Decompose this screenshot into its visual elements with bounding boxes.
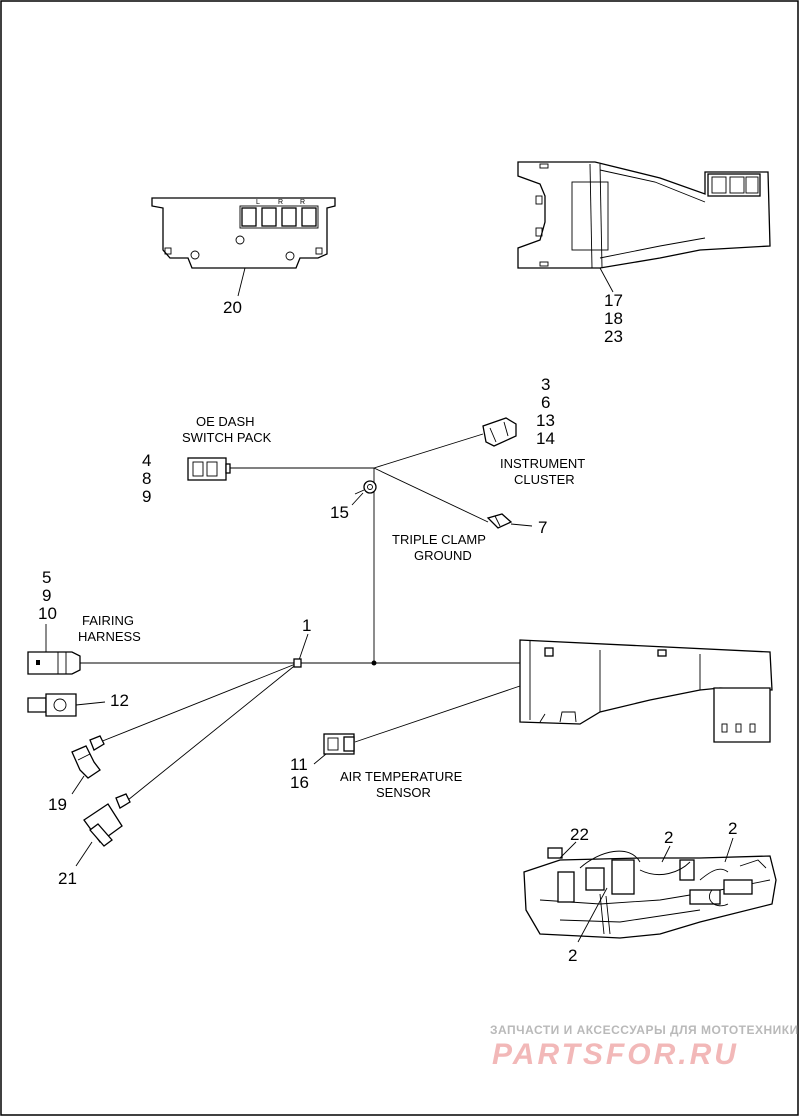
air-temperature-sensor	[313, 733, 355, 765]
assembled-view-leaders	[559, 837, 734, 943]
callout-2-b: 2	[728, 819, 737, 838]
splice-point	[293, 658, 302, 668]
callout-10: 10	[38, 604, 57, 623]
instrument-cluster-connector	[482, 417, 517, 447]
fairing-harness-label-line2: HARNESS	[78, 629, 141, 644]
callout-4: 4	[142, 451, 151, 470]
callout-19: 19	[48, 795, 67, 814]
assembled-harness-view	[523, 847, 777, 939]
callout-20: 20	[223, 298, 242, 317]
callout-11: 11	[290, 755, 308, 774]
callout-5: 5	[42, 568, 51, 587]
callout-9-fairing: 9	[42, 586, 51, 605]
callout-2-a: 2	[664, 828, 673, 847]
air-temperature-label-line2: SENSOR	[376, 785, 431, 800]
ground-ring-terminal	[351, 480, 377, 506]
part-12-terminal	[27, 693, 106, 717]
callout-17: 17	[604, 291, 623, 310]
oe-dash-label-line1: OE DASH	[196, 414, 255, 429]
callout-8: 8	[142, 469, 151, 488]
triple-clamp-label-line2: GROUND	[414, 548, 472, 563]
callout-18: 18	[604, 309, 623, 328]
callout-1: 1	[302, 616, 311, 635]
triple-clamp-label-line1: TRIPLE CLAMP	[392, 532, 486, 547]
callout-3: 3	[541, 375, 550, 394]
callout-23: 23	[604, 327, 623, 346]
instrument-bracket-upper	[517, 161, 771, 293]
part-19-connector	[71, 735, 105, 795]
callout-21: 21	[58, 869, 77, 888]
switch-mark-r1: R	[278, 199, 283, 206]
watermark-tagline: ЗАПЧАСТИ И АКСЕССУАРЫ ДЛЯ МОТОТЕХНИКИ	[490, 1023, 799, 1037]
fairing-harness-connector	[27, 651, 81, 675]
callout-12: 12	[110, 691, 129, 710]
instrument-cluster-label-line1: INSTRUMENT	[500, 456, 585, 471]
harness-wires	[80, 433, 521, 801]
instrument-cluster-label-line2: CLUSTER	[514, 472, 575, 487]
switch-mark-l: L	[256, 199, 260, 206]
callout-2-c: 2	[568, 946, 577, 965]
switch-mark-r2: R	[300, 199, 305, 206]
rear-mounting-bracket	[519, 639, 773, 743]
callout-22: 22	[570, 825, 589, 844]
watermark-logo: PARTSFOR.RU	[492, 1038, 739, 1071]
callout-14: 14	[536, 429, 555, 448]
callout-15: 15	[330, 503, 349, 522]
part-21-connector	[75, 793, 131, 867]
air-temperature-label-line1: AIR TEMPERATURE	[340, 769, 463, 784]
switch-pack-bracket	[151, 197, 336, 297]
fairing-harness-label-line1: FAIRING	[82, 613, 134, 628]
oe-dash-label-line2: SWITCH PACK	[182, 430, 272, 445]
callout-13: 13	[536, 411, 555, 430]
oe-dash-switch-connector	[187, 457, 231, 481]
callout-7: 7	[538, 518, 547, 537]
callout-6: 6	[541, 393, 550, 412]
callout-16: 16	[290, 773, 309, 792]
callout-9-top: 9	[142, 487, 151, 506]
triple-clamp-ground-terminal	[486, 513, 533, 529]
